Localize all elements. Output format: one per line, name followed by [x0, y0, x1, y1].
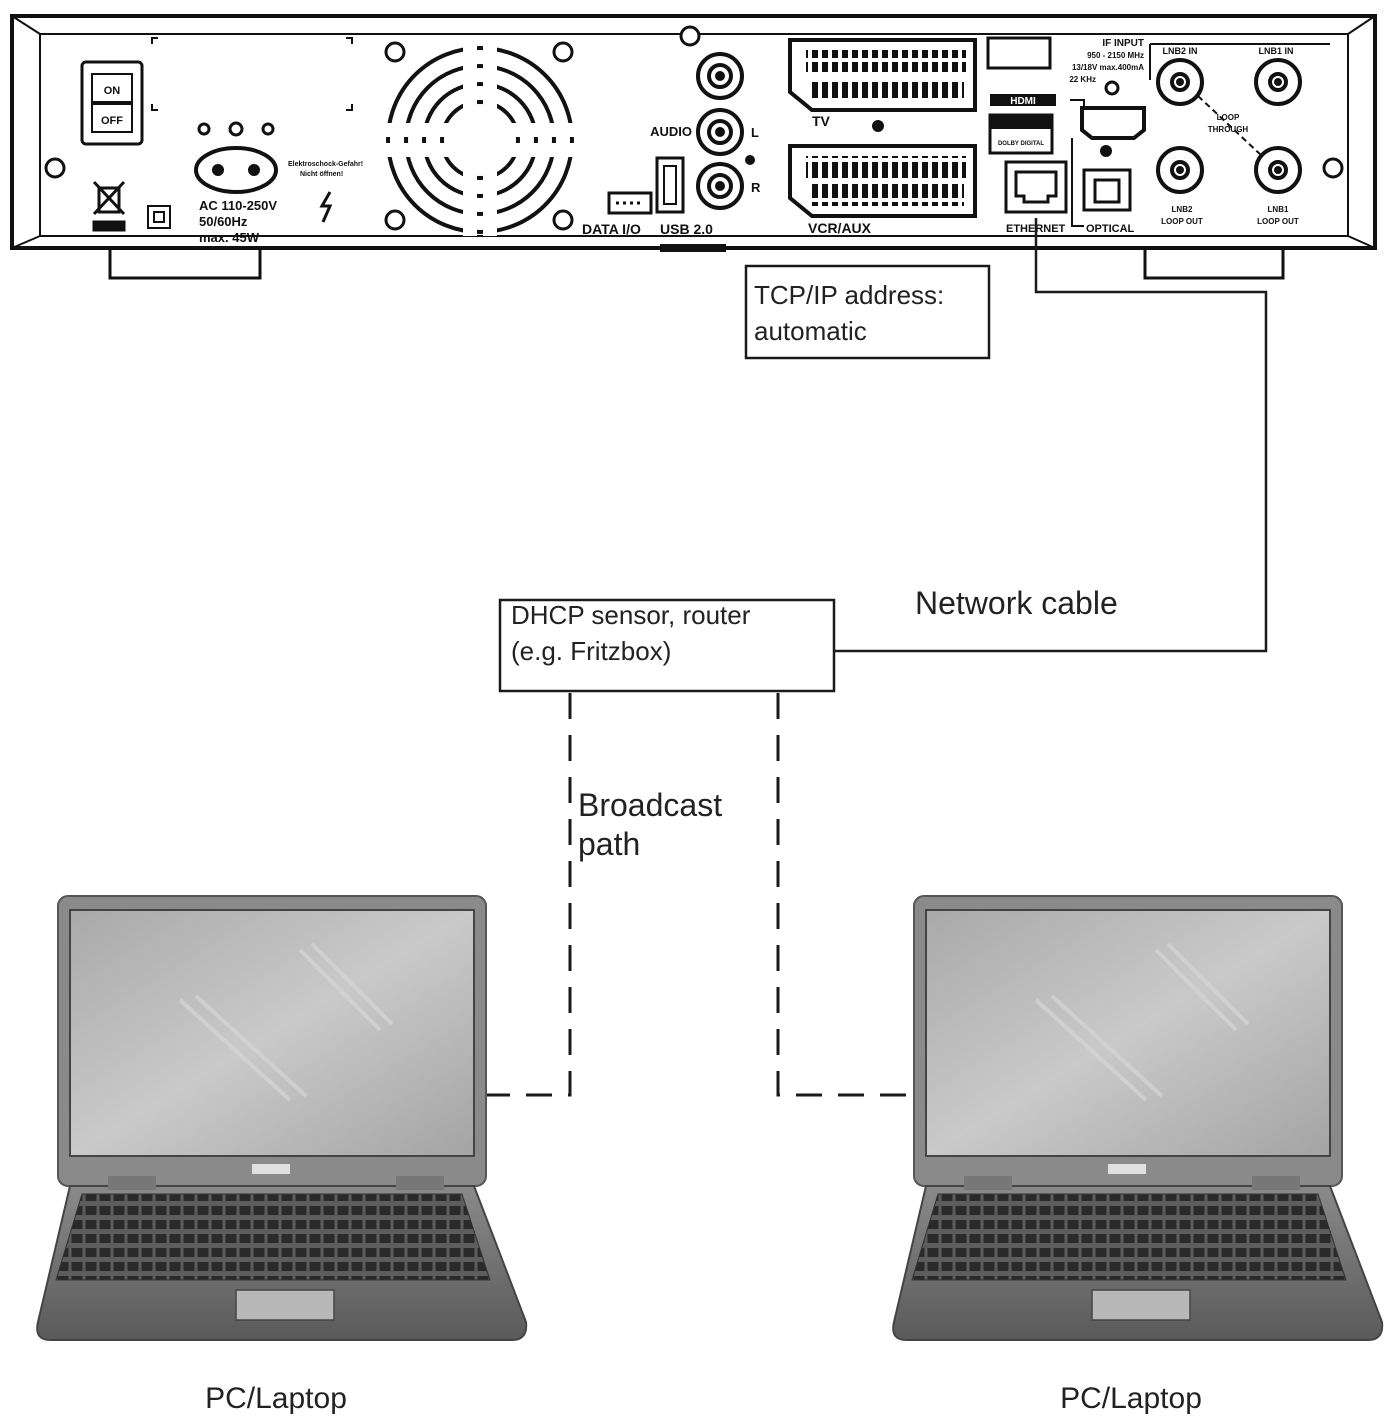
switch-on-label: ON — [104, 85, 121, 97]
network-cable-label: Network cable — [915, 585, 1118, 621]
broadcast-path-lines — [485, 693, 910, 1097]
lnb2-out-1: LNB2 — [1172, 205, 1193, 214]
hdmi-logo-text: HDMI — [1010, 96, 1036, 107]
warning-1: Elektroschock-Gefahr! — [288, 161, 363, 168]
hdmi-logo — [990, 94, 1056, 106]
weee-icon — [92, 180, 126, 232]
receiver-back-panel — [10, 14, 1377, 280]
broadcast-path-line-2: path — [578, 826, 640, 862]
diseqc-logo — [986, 36, 1052, 70]
if-input-1: IF INPUT — [1102, 38, 1144, 49]
audio-jacks — [696, 52, 755, 210]
broadcast-path-line-1: Broadcast — [578, 787, 722, 823]
router-line-1: DHCP sensor, router — [511, 600, 751, 630]
audio-r-label: R — [751, 180, 761, 195]
lnb1-in-label: LNB1 IN — [1258, 46, 1293, 56]
lnb2-in-label: LNB2 IN — [1162, 46, 1197, 56]
laptop-keyboard — [911, 1193, 1347, 1281]
laptop-touchpad — [235, 1289, 335, 1321]
data-io-label: DATA I/O — [582, 221, 641, 237]
laptop-right-label: PC/Laptop — [1060, 1382, 1202, 1415]
if-input-3: 13/18V max.400mA — [1072, 63, 1144, 72]
warning-2: Nicht öffnen! — [300, 171, 343, 178]
scart-vcr-label: VCR/AUX — [808, 220, 872, 236]
loop-through-1: LOOP — [1217, 113, 1240, 122]
scart-vcr-port — [788, 144, 977, 218]
optical-label: OPTICAL — [1086, 223, 1135, 235]
network-cable-line — [834, 218, 1268, 653]
mount-hole-icon — [679, 25, 701, 47]
mount-hole-icon — [44, 157, 66, 179]
scart-tv-label: TV — [812, 113, 831, 129]
switch-off-label: OFF — [101, 115, 123, 127]
hdmi-port — [1080, 106, 1146, 140]
lnb-connectors — [1149, 43, 1330, 194]
power-rating-3: max. 45W — [199, 230, 260, 245]
dolby-text: DOLBY DIGITAL — [998, 141, 1044, 147]
audio-l-label: L — [751, 125, 759, 140]
laptop-touchpad — [1091, 1289, 1191, 1321]
lnb1-out-2: LOOP OUT — [1257, 217, 1299, 226]
laptop-screen — [925, 909, 1331, 1157]
if-input-4: 22 KHz — [1069, 75, 1096, 84]
lnb1-out-1: LNB1 — [1268, 205, 1289, 214]
tcpip-box — [744, 264, 991, 360]
audio-label: AUDIO — [650, 124, 692, 139]
power-rating-2: 50/60Hz — [199, 214, 248, 229]
fan-grille — [384, 41, 576, 236]
loop-through-2: THROUGH — [1208, 125, 1249, 134]
router-line-2: (e.g. Fritzbox) — [511, 636, 671, 666]
mount-hole-icon — [1322, 157, 1344, 179]
laptop-left — [36, 895, 528, 1341]
scart-tv-port — [788, 38, 977, 132]
power-socket — [194, 146, 278, 194]
power-rating-1: AC 110-250V — [199, 198, 277, 213]
tcpip-line-1: TCP/IP address: — [754, 280, 944, 310]
laptop-screen — [69, 909, 475, 1157]
laptop-left-label: PC/Laptop — [205, 1382, 347, 1415]
high-voltage-icon — [319, 191, 333, 223]
tcpip-line-2: automatic — [754, 316, 867, 346]
router-box — [498, 598, 836, 693]
laptop-keyboard — [55, 1193, 491, 1281]
usb-label: USB 2.0 — [660, 221, 713, 237]
lnb2-out-2: LOOP OUT — [1161, 217, 1203, 226]
laptop-right — [892, 895, 1384, 1341]
receiver-labels: ON OFF AC 110-250V 50/60Hz max. 45W Elek… — [101, 38, 1299, 245]
if-input-2: 950 - 2150 MHz — [1087, 51, 1144, 60]
